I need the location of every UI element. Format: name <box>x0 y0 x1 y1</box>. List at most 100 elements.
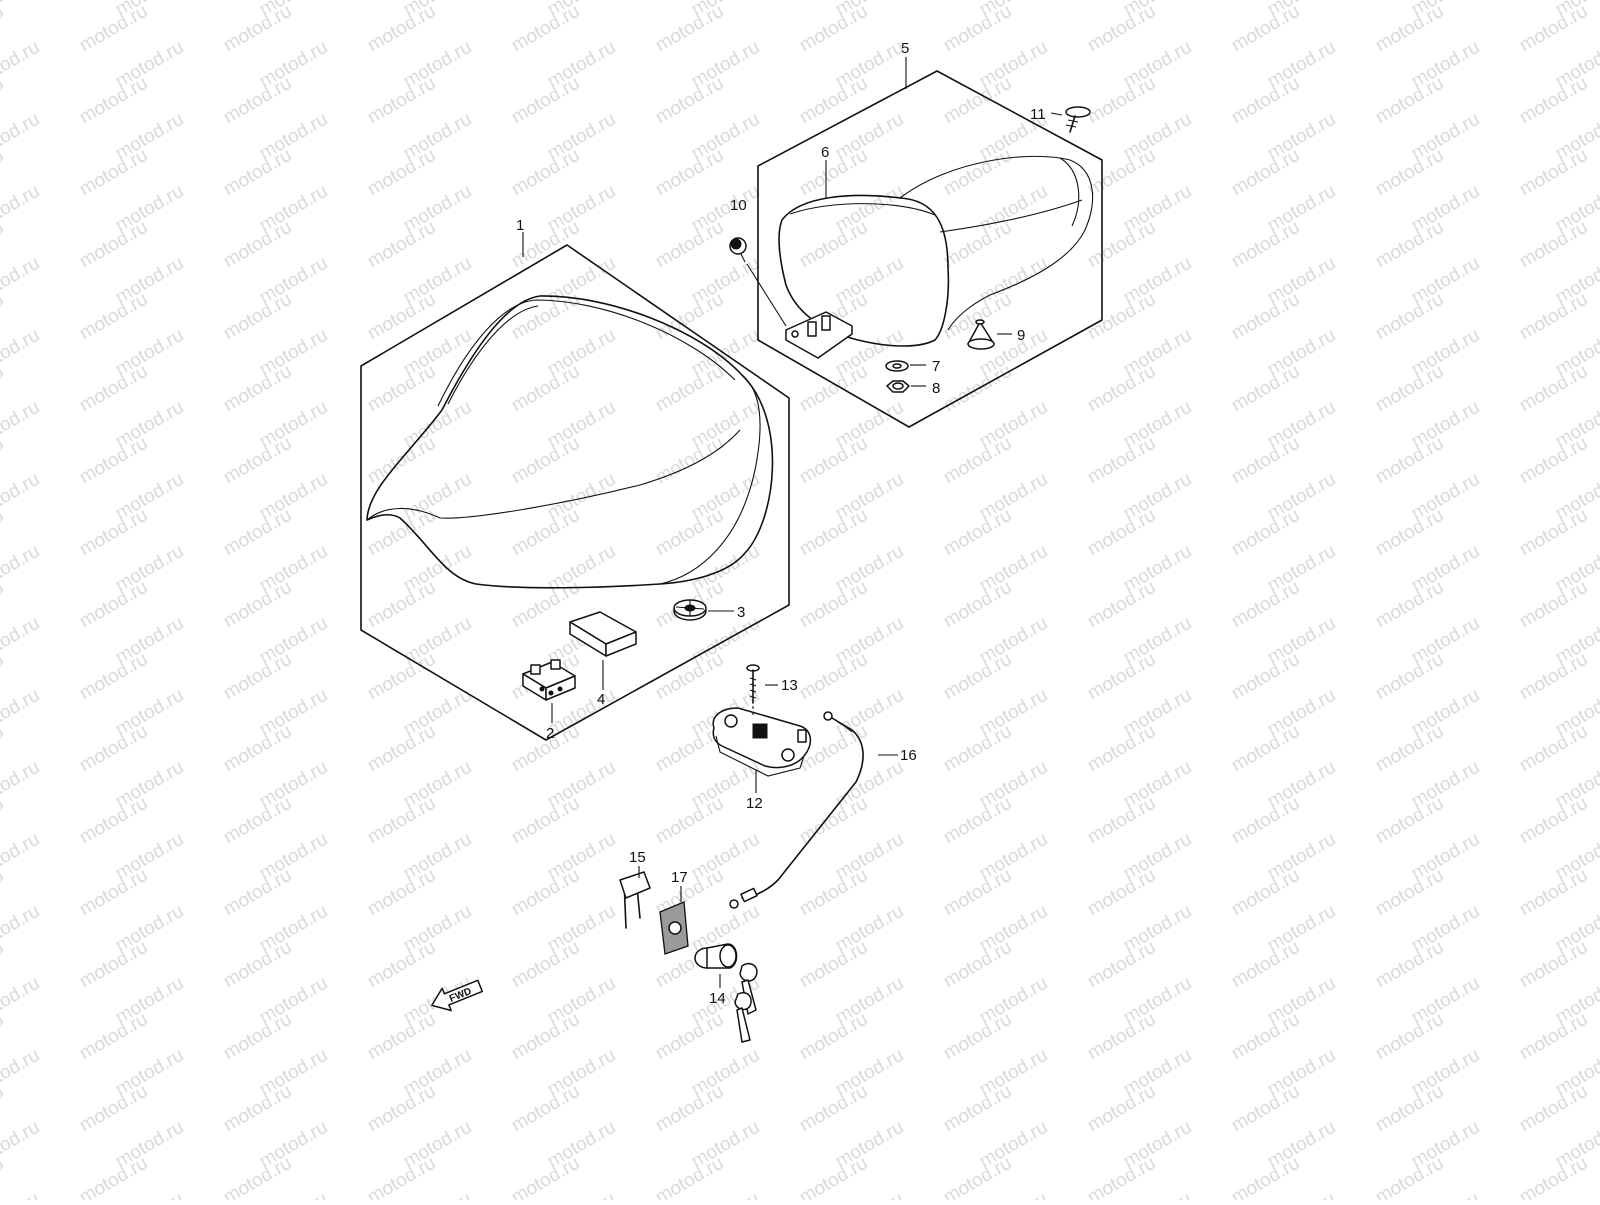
grommet-part-3 <box>673 599 707 621</box>
watermark-text: motod.ru <box>364 1153 439 1200</box>
leader-lines <box>522 57 1063 988</box>
watermark-text: motod.ru <box>76 217 151 273</box>
watermark-text: motod.ru <box>508 1009 583 1065</box>
watermark-text: motod.ru <box>652 505 727 561</box>
watermark-text: motod.ru <box>1228 433 1303 489</box>
watermark-text: motod.ru <box>1372 577 1447 633</box>
watermark-text: motod.ru <box>652 1153 727 1200</box>
watermark-text: motod.ru <box>1516 1081 1591 1137</box>
watermark-text: motod.ru <box>508 793 583 849</box>
watermark-text: motod.ru <box>796 649 871 705</box>
watermark-text: motod.ru <box>940 649 1015 705</box>
watermark-text: motod.ru <box>1084 73 1159 129</box>
watermark-text: motod.ru <box>1084 505 1159 561</box>
watermark-text: motod.ru <box>220 1153 295 1200</box>
watermark-text: motod.ru <box>0 181 43 237</box>
watermark-text: motod.ru <box>220 217 295 273</box>
watermark-text: motod.ru <box>1372 1 1447 57</box>
watermark-text: motod.ru <box>940 73 1015 129</box>
watermark-text: motod.ru <box>1372 73 1447 129</box>
watermark-text: motod.ru <box>1228 865 1303 921</box>
watermark-text: motod.ru <box>1084 361 1159 417</box>
watermark-text: motod.ru <box>364 937 439 993</box>
callout-11: 11 <box>1030 106 1046 123</box>
nut-part-8 <box>886 380 910 393</box>
watermark-text: motod.ru <box>796 217 871 273</box>
watermark-text: motod.ru <box>508 1153 583 1200</box>
watermark-text: motod.ru <box>0 469 43 525</box>
watermark-text: motod.ru <box>0 217 7 273</box>
watermark-text: motod.ru <box>76 649 151 705</box>
watermark-text: motod.ru <box>364 721 439 777</box>
watermark-text: motod.ru <box>1372 505 1447 561</box>
watermark-text: motod.ru <box>1084 145 1159 201</box>
watermark-text: motod.ru <box>1516 649 1591 705</box>
watermark-text: motod.ru <box>508 1081 583 1137</box>
watermark-text: motod.ru <box>1372 433 1447 489</box>
watermark-text: motod.ru <box>0 937 7 993</box>
watermark-text: motod.ru <box>0 1 7 57</box>
callout-17: 17 <box>671 869 688 886</box>
watermark-text: motod.ru <box>1372 217 1447 273</box>
watermark-text: motod.ru <box>220 361 295 417</box>
watermark-text: motod.ru <box>364 865 439 921</box>
watermark-text: motod.ru <box>1228 145 1303 201</box>
watermark-text: motod.ru <box>796 433 871 489</box>
watermark-text: motod.ru <box>1228 1 1303 57</box>
watermark-text: motod.ru <box>796 145 871 201</box>
watermark-text: motod.ru <box>364 1081 439 1137</box>
watermark-text: motod.ru <box>796 505 871 561</box>
watermark-text: motod.ru <box>508 361 583 417</box>
watermark-text: motod.ru <box>1516 73 1591 129</box>
watermark-text: motod.ru <box>796 793 871 849</box>
watermark-text: motod.ru <box>1084 1081 1159 1137</box>
cushion-part-4 <box>569 611 637 657</box>
watermark-text: motod.ru <box>1372 1081 1447 1137</box>
watermark-text: motod.ru <box>688 1189 763 1200</box>
watermark-text: motod.ru <box>1516 865 1591 921</box>
watermark-text: motod.ru <box>1516 577 1591 633</box>
watermark-text: motod.ru <box>220 433 295 489</box>
watermark-text: motod.ru <box>796 1153 871 1200</box>
watermark-text: motod.ru <box>652 1 727 57</box>
watermark-text: motod.ru <box>940 721 1015 777</box>
watermark-text: motod.ru <box>0 1117 43 1173</box>
watermark-text: motod.ru <box>364 145 439 201</box>
watermark-text: motod.ru <box>0 37 43 93</box>
callout-1: 1 <box>516 217 524 234</box>
watermark-text: motod.ru <box>1084 865 1159 921</box>
watermark-text: motod.ru <box>1228 649 1303 705</box>
watermark-text: motod.ru <box>220 649 295 705</box>
watermark-text: motod.ru <box>0 613 43 669</box>
callout-8: 8 <box>932 380 940 397</box>
watermark-text: motod.ru <box>0 577 7 633</box>
watermark-text: motod.ru <box>1084 793 1159 849</box>
watermark-text: motod.ru <box>0 649 7 705</box>
watermark-text: motod.ru <box>796 1 871 57</box>
watermark-text: motod.ru <box>1228 577 1303 633</box>
watermark-text: motod.ru <box>220 793 295 849</box>
washer-part-7 <box>885 360 909 372</box>
key-cylinder-part-14 <box>694 943 758 1043</box>
watermark-text: motod.ru <box>1516 1 1591 57</box>
watermark-text: motod.ru <box>364 217 439 273</box>
watermark-text: motod.ru <box>76 1081 151 1137</box>
bolt-part-10 <box>729 237 747 263</box>
callout-9: 9 <box>1017 327 1025 344</box>
watermark-text: motod.ru <box>652 73 727 129</box>
callout-15: 15 <box>629 849 646 866</box>
watermark-text: motod.ru <box>796 1009 871 1065</box>
watermark-text: motod.ru <box>652 649 727 705</box>
watermark-text: motod.ru <box>1228 721 1303 777</box>
watermark-text: motod.ru <box>1228 1009 1303 1065</box>
watermark-text: motod.ru <box>1228 937 1303 993</box>
watermark-text: motod.ru <box>940 865 1015 921</box>
watermark-text: motod.ru <box>0 829 43 885</box>
watermark-text: motod.ru <box>1228 505 1303 561</box>
watermark-text: motod.ru <box>796 1081 871 1137</box>
watermark-text: motod.ru <box>220 505 295 561</box>
watermark-text: motod.ru <box>1084 577 1159 633</box>
watermark-text: motod.ru <box>1084 217 1159 273</box>
watermark-text: motod.ru <box>940 793 1015 849</box>
